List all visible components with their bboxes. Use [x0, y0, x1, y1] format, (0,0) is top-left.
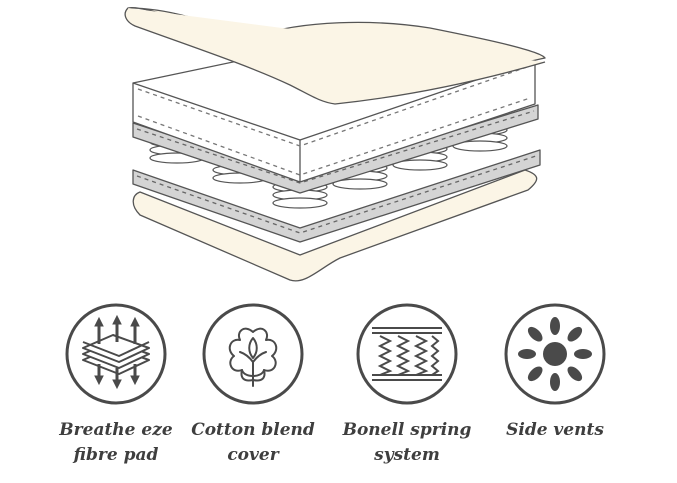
- vent-petal: [574, 349, 592, 359]
- coil-spring-icon: [356, 303, 458, 405]
- vent-petal: [567, 326, 583, 342]
- feature-cotton-cover: Cotton blend cover: [178, 302, 328, 477]
- vent-petal: [527, 366, 543, 382]
- feature-label-line2: system: [374, 445, 440, 465]
- feature-label-line2: cover: [227, 445, 279, 465]
- cotton-flower-icon: [202, 303, 304, 405]
- lower-spring-sheet: [132, 149, 541, 243]
- feature-label-line1: Breathe eze: [59, 420, 173, 440]
- feature-label-line2: fibre pad: [73, 445, 159, 465]
- vent-petal: [527, 326, 543, 342]
- feature-label-line1: Side vents: [506, 420, 604, 440]
- feature-side-vents: Side vents: [480, 302, 630, 477]
- sun-vent-icon: [504, 303, 606, 405]
- feature-spring-system: Bonell spring system: [332, 302, 482, 477]
- breathable-fibre-icon: [65, 303, 167, 405]
- vent-petal: [567, 366, 583, 382]
- vent-petal: [550, 373, 560, 391]
- feature-fibre-pad: Breathe eze fibre pad: [41, 302, 191, 477]
- bottom-fibre-pad: [132, 169, 538, 282]
- vent-petal: [518, 349, 536, 359]
- mattress-layers-diagram: [124, 7, 546, 282]
- feature-label-line1: Bonell spring: [342, 420, 472, 440]
- feature-label-line1: Cotton blend: [191, 420, 315, 440]
- vent-petal: [550, 317, 560, 335]
